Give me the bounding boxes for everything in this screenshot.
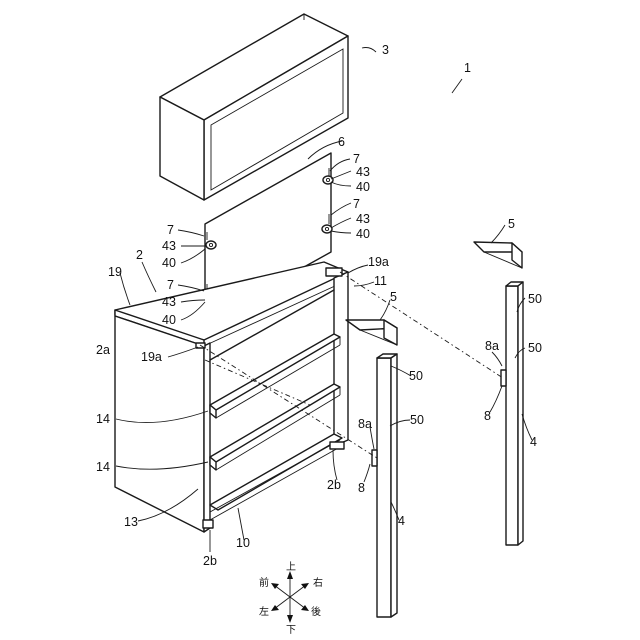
label-fastener-4: 7	[167, 278, 174, 292]
label-part43-2: 43	[356, 212, 370, 226]
label-bracket-far: 5	[508, 217, 515, 231]
label-left-side: 2a	[96, 343, 110, 357]
label-joint-near: 8	[358, 481, 365, 495]
label-foot-front: 2b	[203, 554, 217, 568]
label-post-end-near: 50	[410, 413, 424, 427]
label-part43-1: 43	[356, 165, 370, 179]
label-upper-cabinet: 3	[382, 43, 389, 57]
label-top-corner-front: 19a	[141, 350, 162, 364]
bracket-near	[346, 320, 397, 345]
post-near	[372, 354, 397, 617]
foot-rear	[330, 442, 344, 449]
arrow-down-icon	[287, 615, 293, 623]
label-bottom-board: 13	[124, 515, 138, 529]
label-fastener-3: 7	[167, 223, 174, 237]
post-far	[501, 282, 523, 545]
label-hook-4: 40	[162, 313, 176, 327]
direction-front: 前	[259, 576, 269, 589]
label-part43-3: 43	[162, 239, 176, 253]
label-panel: 6	[338, 135, 345, 149]
label-post-end-far: 50	[528, 341, 542, 355]
label-foot-rear: 2b	[327, 478, 341, 492]
direction-down: 下	[286, 625, 296, 636]
label-bottom: 10	[236, 536, 250, 550]
label-shelf-body: 2	[136, 248, 143, 262]
direction-back: 後	[311, 605, 321, 618]
label-fastener-2: 7	[353, 197, 360, 211]
label-fastener-1: 7	[353, 152, 360, 166]
label-joint-far: 8	[484, 409, 491, 423]
label-hook-3: 40	[162, 256, 176, 270]
direction-right: 右	[313, 576, 323, 589]
foot-front	[203, 520, 213, 528]
label-shelf-board-1: 14	[96, 412, 110, 426]
label-part43-4: 43	[162, 295, 176, 309]
label-top-board: 19	[108, 265, 122, 279]
direction-up: 上	[286, 561, 296, 573]
label-shelf-board-2: 14	[96, 460, 110, 474]
label-post-far: 4	[530, 435, 537, 449]
direction-compass: 上 下 前 後 左 右	[259, 561, 323, 636]
label-assembly: 1	[464, 61, 471, 75]
label-top-corner-rear: 19a	[368, 255, 389, 269]
label-post-end-far-top: 50	[528, 292, 542, 306]
label-joint-a-far: 8a	[485, 339, 499, 353]
direction-left: 左	[259, 605, 269, 618]
label-bracket-near: 5	[390, 290, 397, 304]
label-joint-a-near: 8a	[358, 417, 372, 431]
label-post-end-near-top: 50	[409, 369, 423, 383]
label-rear-edge: 11	[374, 274, 387, 288]
shelf-body	[115, 262, 348, 532]
label-hook-2: 40	[356, 227, 370, 241]
bracket-far	[474, 242, 522, 268]
label-hook-1: 40	[356, 180, 370, 194]
label-post-near: 4	[398, 514, 405, 528]
